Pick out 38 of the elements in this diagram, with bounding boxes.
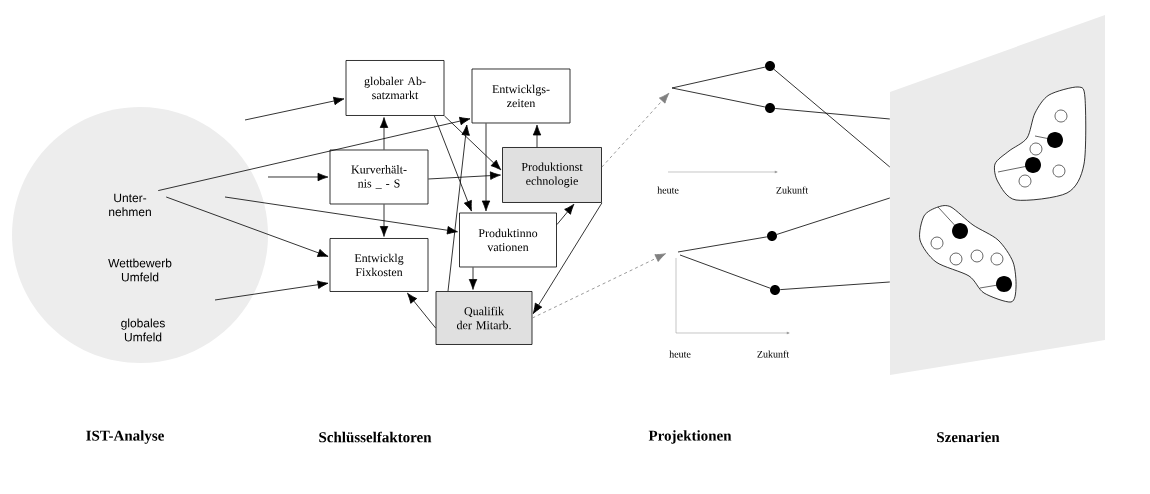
factor-box: Produktinno vationen bbox=[459, 212, 557, 268]
arrow bbox=[224, 196, 458, 235]
arrow bbox=[267, 172, 329, 182]
arrow bbox=[601, 92, 670, 168]
arrow bbox=[532, 124, 542, 148]
factor-box: Entwicklg Fixkosten bbox=[329, 238, 429, 292]
arrow bbox=[468, 267, 478, 290]
arrow bbox=[244, 96, 345, 121]
phase-caption: Projektionen bbox=[648, 430, 732, 444]
factor-box: Qualifik der Mitarb. bbox=[435, 291, 533, 345]
text-label: Unter- nehmen bbox=[109, 193, 151, 217]
phase-caption: Szenarien bbox=[937, 431, 1000, 443]
arrow bbox=[165, 196, 329, 257]
factor-box: Produktionst echnologie bbox=[502, 147, 602, 203]
arrow bbox=[407, 292, 436, 329]
axis-label: heute bbox=[669, 350, 691, 358]
axis-label: Zukunft bbox=[776, 186, 809, 194]
arrow bbox=[379, 204, 389, 237]
axis-label: Zukunft bbox=[757, 350, 790, 358]
arrow bbox=[434, 115, 472, 212]
phase-caption: IST-Analyse bbox=[86, 430, 164, 444]
arrow bbox=[214, 280, 329, 301]
axis-label: heute bbox=[657, 186, 679, 194]
arrow bbox=[428, 171, 501, 180]
factor-box: Entwicklgs- zeiten bbox=[471, 68, 571, 124]
phase-caption: Schlüsselfaktoren bbox=[319, 431, 432, 443]
arrow bbox=[444, 115, 502, 171]
arrow bbox=[379, 117, 389, 150]
arrow bbox=[556, 203, 575, 225]
arrow bbox=[157, 116, 471, 191]
text-label: globales Umfeld bbox=[121, 318, 165, 342]
arrow bbox=[447, 124, 470, 292]
text-label: Wettbewerb Umfeld bbox=[108, 258, 172, 282]
arrow bbox=[481, 123, 491, 212]
factor-box: Kurverhält- nis _ - S bbox=[329, 149, 429, 205]
factor-box: globaler Ab- satzmarkt bbox=[345, 60, 445, 116]
arrow bbox=[532, 253, 666, 319]
arrow bbox=[532, 202, 603, 314]
